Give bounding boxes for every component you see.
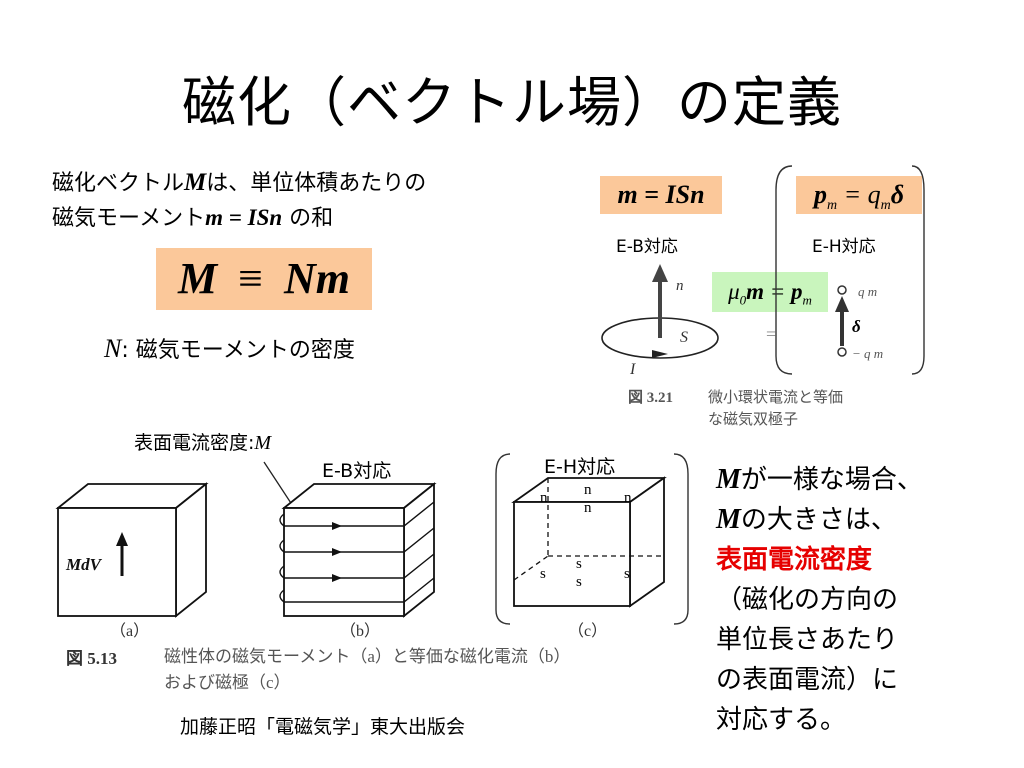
- eb-label-bottom: E-B対応: [322, 460, 392, 482]
- fig321-number: 図 3.21: [628, 390, 674, 406]
- cube-c-hidden-edges: [513, 478, 664, 581]
- label-S: S: [680, 329, 688, 346]
- eh-bracket-right: [911, 165, 925, 375]
- fig321-caption-2: な磁気双極子: [708, 412, 799, 428]
- intro-line-2: 磁気モーメントm = ISn の和: [52, 205, 334, 231]
- label-delta: δ: [852, 317, 861, 336]
- label-equal: =: [766, 324, 776, 344]
- normal-arrowhead: [652, 264, 668, 282]
- highlight-text: 表面電流密度: [716, 545, 873, 575]
- cube-c: [511, 476, 667, 608]
- intro-text: 磁化ベクトルMは、単位体積あたりの 磁気モーメントm = ISn の和: [52, 166, 426, 236]
- fig513-number: 図 5.13: [66, 649, 117, 668]
- n-definition: N: 磁気モーメントの密度: [104, 334, 355, 363]
- eh-bracket-bottom-left: [495, 453, 511, 625]
- slide-title: 磁化（ベクトル場）の定義: [182, 71, 842, 134]
- formula-rhs: Nm: [283, 254, 350, 303]
- pole-s-3: s: [576, 574, 582, 590]
- cube-a: [55, 482, 209, 618]
- current-direction-arrow: [652, 350, 668, 358]
- dipole-arrowhead: [835, 296, 849, 312]
- pole-n-4: n: [624, 490, 632, 506]
- label-qm-minus: − q m: [852, 346, 883, 361]
- dipole-figure: n S I = q m − q m δ: [601, 165, 925, 378]
- magnetization-symbol: M: [184, 169, 207, 196]
- eh-label-top: E-H対応: [812, 237, 876, 257]
- eh-bracket-bottom-right: [673, 453, 689, 625]
- main-formula-box: M ≡ Nm: [156, 248, 372, 310]
- n-symbol: N: [104, 334, 122, 363]
- pole-s-4: s: [624, 566, 630, 582]
- fig321-caption-1: 微小環状電流と等価: [708, 390, 844, 406]
- uniform-note: Mが一様な場合、 Mの大きさは、 表面電流密度 （磁化の方向の 単位長さあたり …: [716, 464, 923, 735]
- relation-box: μ0m = pm: [712, 272, 828, 312]
- eh-label-bottom: E-H対応: [544, 456, 616, 478]
- eh-bracket-left: [775, 165, 793, 375]
- eh-formula-box: pm = qmδ: [796, 176, 922, 214]
- sub-label-b: （b）: [340, 622, 380, 640]
- cube-figures: MdV n n n n s s s s （a） （b） （c）: [55, 453, 689, 640]
- sub-label-c: （c）: [568, 622, 607, 640]
- formula-lhs: M: [178, 254, 218, 303]
- sub-label-a: （a）: [110, 622, 149, 640]
- moment-formula: m = ISn: [205, 205, 283, 230]
- charge-plus: [837, 285, 847, 295]
- fig513-caption-2: および磁極（c）: [164, 673, 291, 692]
- current-arrows: [332, 522, 342, 582]
- eb-label-top: E-B対応: [616, 237, 678, 257]
- surface-current-label: 表面電流密度:M: [134, 432, 272, 454]
- pole-n-3: n: [584, 500, 592, 516]
- current-loops: [279, 501, 435, 603]
- label-n: n: [676, 278, 684, 294]
- fig513-caption-1: 磁性体の磁気モーメント（a）と等価な磁化電流（b）: [164, 647, 571, 666]
- pole-s-2: s: [576, 556, 582, 572]
- pole-n-2: n: [584, 482, 592, 498]
- label-mdv: MdV: [65, 555, 103, 574]
- pole-n-1: n: [540, 490, 548, 506]
- moment-arrowhead: [116, 532, 128, 546]
- charge-minus: [837, 347, 847, 357]
- intro-line-1: 磁化ベクトルMは、単位体積あたりの: [52, 169, 427, 196]
- eb-formula-box: m = ISn: [600, 176, 722, 214]
- pole-s-1: s: [540, 566, 546, 582]
- label-qm-plus: q m: [858, 284, 877, 299]
- formula-equiv: ≡: [238, 254, 263, 303]
- label-I: I: [629, 361, 636, 378]
- source-credit: 加藤正昭「電磁気学」東大出版会: [180, 716, 466, 738]
